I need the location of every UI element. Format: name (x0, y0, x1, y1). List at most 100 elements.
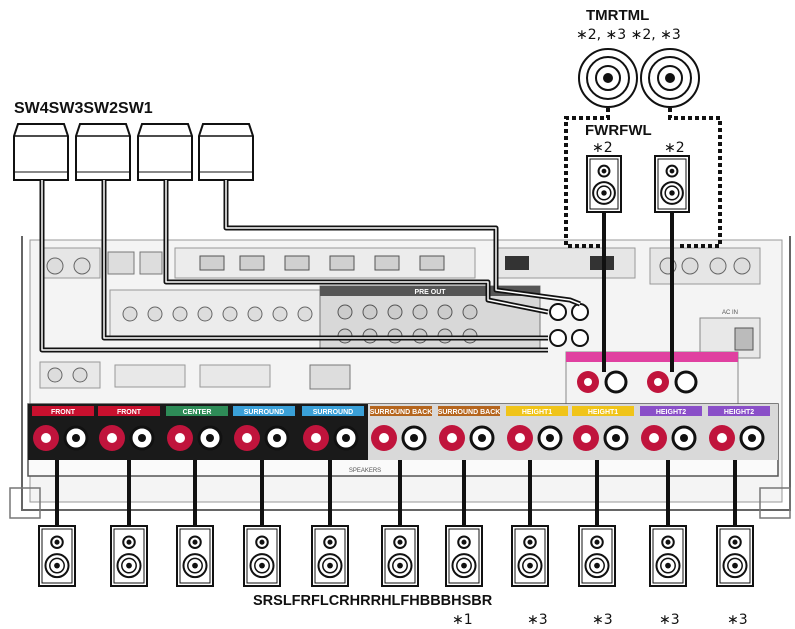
woofer-cap (54, 562, 60, 569)
terminal-group: SURROUND BACK (370, 406, 433, 451)
terminal-group-header (302, 406, 364, 416)
subwoofers-label: SW4SW3SW2SW1 (14, 100, 153, 117)
terminal-group-label: HEIGHT2 (656, 409, 686, 416)
tweeter-dome (397, 539, 403, 545)
terminal-group: HEIGHT2 (708, 406, 770, 451)
sw-cable-core (103, 180, 548, 339)
terminal-group: HEIGHT1 (572, 406, 634, 451)
speaker-bezel (589, 158, 619, 210)
terminal-group: HEIGHT1 (506, 406, 568, 451)
pre-out-label: PRE OUT (414, 289, 446, 296)
negative-terminal-hole (478, 434, 486, 442)
sw-cable-core (225, 180, 581, 305)
floor-speaker (38, 525, 76, 587)
terminal-group-header (572, 406, 634, 416)
speaker-bezel (179, 528, 211, 584)
tweeter-dome (665, 539, 671, 545)
terminal-group-label: FRONT (51, 409, 76, 416)
positive-terminal-hole (447, 433, 457, 443)
tweeter-dome (461, 539, 467, 545)
terminal-group-label: HEIGHT2 (724, 409, 754, 416)
floor-speaker (716, 525, 754, 587)
terminal-group-label: CENTER (183, 409, 212, 416)
tweeter-dome (192, 539, 198, 545)
positive-terminal-hole (515, 433, 525, 443)
bottom-note-0: ∗1 (452, 612, 473, 628)
negative-terminal-hole (680, 434, 688, 442)
terminal-group: FRONT (32, 406, 94, 451)
terminal-group: SURROUND BACK (438, 406, 501, 451)
terminal-group-header (708, 406, 770, 416)
positive-terminal-hole (41, 433, 51, 443)
sw-cable-core (165, 180, 549, 313)
woofer-cap (527, 562, 533, 569)
floor-speaker (511, 525, 549, 587)
woofer-cap (327, 562, 333, 569)
woofer-cap (665, 562, 671, 569)
ac-in-label: AC IN (722, 310, 738, 316)
floor-speaker (649, 525, 687, 587)
speaker-bezel (314, 528, 346, 584)
terminal-group-header (370, 406, 432, 416)
woofer-cap (126, 562, 132, 569)
front-wide-left-speaker (654, 155, 690, 213)
woofer-cap (601, 190, 607, 196)
tweeter-dome (327, 539, 333, 545)
subwoofer-cables (39, 180, 581, 353)
terminal-group-header (233, 406, 295, 416)
speaker-bezel (657, 158, 687, 210)
negative-terminal-hole (410, 434, 418, 442)
tweeter-dome (601, 168, 607, 174)
tweeter-dome (732, 539, 738, 545)
woofer-cap (397, 562, 403, 569)
front-wide-label: FWRFWL (585, 122, 652, 139)
negative-terminal-hole (546, 434, 554, 442)
negative-terminal-hole (748, 434, 756, 442)
top-middle-notes: ∗2, ∗3 ∗2, ∗3 (576, 27, 681, 43)
speaker-bezel (514, 528, 546, 584)
top-middle-label: TMRTML (586, 7, 649, 24)
woofer-cap (594, 562, 600, 569)
positive-terminal-hole (649, 433, 659, 443)
speaker-bezel (448, 528, 480, 584)
positive-terminal-hole (107, 433, 117, 443)
floor-speaker (578, 525, 616, 587)
negative-terminal-hole (273, 434, 281, 442)
woofer-cap (259, 562, 265, 569)
speaker-bezel (581, 528, 613, 584)
height3-terminal-block (565, 351, 739, 405)
terminal-group: SURROUND (302, 406, 364, 451)
tweeter-dome (594, 539, 600, 545)
terminal-group: SURROUND (233, 406, 295, 451)
terminal-group-label: FRONT (117, 409, 142, 416)
floor-speaker (311, 525, 349, 587)
terminal-group-header (640, 406, 702, 416)
sw4-box (13, 123, 69, 181)
terminal-group-header (98, 406, 160, 416)
positive-terminal-hole (242, 433, 252, 443)
woofer-cap (461, 562, 467, 569)
terminal-group: HEIGHT2 (640, 406, 702, 451)
top-middle-wires (564, 108, 722, 248)
terminal-group-header (438, 406, 500, 416)
positive-terminal-hole (175, 433, 185, 443)
terminal-group-header (506, 406, 568, 416)
lower-misc-connectors (39, 361, 351, 390)
negative-terminal-hole (72, 434, 80, 442)
terminal-group-label: SURROUND BACK (370, 409, 433, 416)
tweeter-dome (669, 168, 675, 174)
top-middle-right-speaker (578, 48, 638, 108)
terminal-group-label: HEIGHT1 (588, 409, 618, 416)
bottom-note-1: ∗3 (527, 612, 548, 628)
woofer-cap (732, 562, 738, 569)
bottom-notes: ∗1 ∗3 ∗3 ∗3 ∗3 (452, 612, 748, 628)
negative-terminal-hole (138, 434, 146, 442)
top-middle-group: TMRTML ∗2, ∗3 ∗2, ∗3 (576, 7, 700, 108)
positive-terminal-hole (581, 433, 591, 443)
top-middle-left-speaker (640, 48, 700, 108)
sw3-box (75, 123, 131, 181)
tml-dotted-wire (668, 108, 722, 248)
terminal-group-label: SURROUND BACK (438, 409, 501, 416)
